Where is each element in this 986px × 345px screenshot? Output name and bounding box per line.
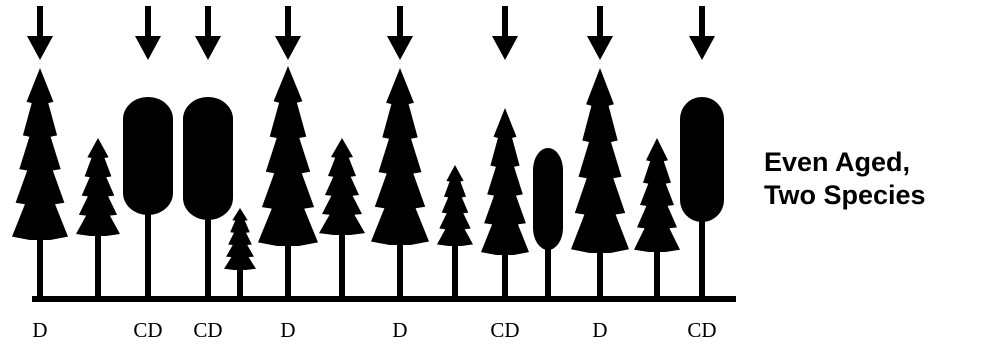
tree-crown-conifer [76,138,120,236]
crown-class-label: CD [193,318,222,342]
crown-class-label: CD [490,318,519,342]
tree-crown-conifer [481,108,529,255]
crown-class-label: D [592,318,607,342]
tree-crown-conifer [371,68,429,245]
labels-layer: D CD CD D D CD D CD [32,318,716,342]
arrow-down-icon [587,6,613,60]
arrows-layer [27,6,715,60]
tree-crown-columnar [183,97,233,220]
arrow-down-icon [387,6,413,60]
crown-class-label: CD [133,318,162,342]
arrow-down-icon [689,6,715,60]
tree-columnar [680,97,724,297]
tree-conifer [224,208,256,297]
tree-crown-conifer [437,165,473,246]
trees-layer [12,66,724,297]
tree-conifer [481,108,529,297]
arrow-down-icon [492,6,518,60]
arrow-down-icon [135,6,161,60]
tree-columnar [123,97,173,297]
caption-line-1: Even Aged, [764,147,911,177]
tree-crown-columnar [680,97,724,222]
tree-crown-conifer [319,138,365,235]
caption-line-2: Two Species [764,180,926,210]
arrow-down-icon [195,6,221,60]
crown-class-label: CD [687,318,716,342]
arrow-down-icon [275,6,301,60]
tree-crown-columnar [533,148,563,250]
tree-conifer [571,68,629,297]
tree-conifer [76,138,120,297]
tree-crown-conifer [12,68,68,240]
crown-class-label: D [392,318,407,342]
ground-line [32,296,736,302]
arrow-down-icon [27,6,53,60]
tree-columnar [183,97,233,297]
diagram-caption: Even Aged, Two Species [764,146,926,212]
tree-conifer [371,68,429,297]
tree-columnar [533,148,563,297]
tree-conifer [319,138,365,297]
tree-crown-conifer [571,68,629,253]
tree-crown-conifer [224,208,256,270]
tree-conifer [437,165,473,297]
crown-class-label: D [32,318,47,342]
tree-crown-columnar [123,97,173,215]
tree-conifer [634,138,680,297]
tree-crown-conifer [258,66,318,246]
crown-class-label: D [280,318,295,342]
tree-conifer [258,66,318,297]
tree-conifer [12,68,68,297]
tree-crown-conifer [634,138,680,252]
